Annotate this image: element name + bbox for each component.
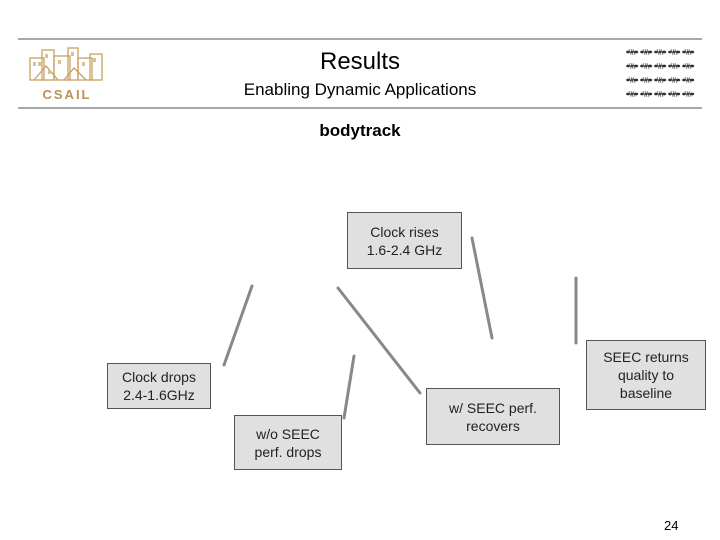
- slide-title: Results: [319, 48, 401, 75]
- ant-icon: [640, 48, 653, 56]
- pointer-clock-drops: [222, 284, 254, 367]
- pointer-wo-seec: [342, 354, 356, 420]
- page-number: 24: [664, 518, 679, 533]
- ant-icon: [682, 48, 695, 56]
- pointer-clock-rises: [470, 236, 494, 340]
- ant-icon: [682, 62, 695, 70]
- slide-subtitle: Enabling Dynamic Applications: [243, 80, 477, 99]
- section-heading: bodytrack: [319, 121, 401, 140]
- ant-icon: [682, 90, 695, 98]
- ant-icon: [640, 62, 653, 70]
- ant-icon: [654, 48, 667, 56]
- header-top-rule: [18, 38, 702, 40]
- callout-seec-returns-line-1: SEEC returns: [603, 349, 689, 365]
- csail-logo-text: CSAIL: [43, 87, 92, 102]
- ant-icon: [668, 90, 681, 98]
- ant-icon: [668, 62, 681, 70]
- callout-w-seec-line-1: w/ SEEC perf.: [449, 399, 537, 416]
- callout-clock-rises-line-1: Clock rises: [370, 223, 439, 240]
- ant-icon: [682, 76, 695, 84]
- callout-clock-rises-line-2: 1.6-2.4 GHz: [366, 241, 443, 258]
- callout-w-seec-line-2: recovers: [466, 417, 520, 434]
- pointer-w-seec: [336, 286, 422, 395]
- ant-icon: [626, 76, 639, 84]
- callout-wo-seec-line-1: w/o SEEC: [256, 425, 320, 442]
- callout-seec-returns: SEEC returns quality to baseline: [586, 340, 706, 410]
- callout-wo-seec-line-2: perf. drops: [254, 443, 322, 460]
- ant-icon: [626, 62, 639, 70]
- ant-icon: [626, 48, 639, 56]
- ant-icon: [654, 90, 667, 98]
- ant-icon: [640, 90, 653, 98]
- csail-building-logo: CSAIL: [29, 47, 103, 102]
- ant-icon: [654, 76, 667, 84]
- callout-clock-drops-line-2: 2.4-1.6GHz: [123, 387, 195, 403]
- callout-seec-returns-line-2: quality to: [617, 367, 675, 383]
- ant-icon: [654, 62, 667, 70]
- callout-clock-drops-line-1: Clock drops: [122, 369, 196, 385]
- callout-seec-returns-line-3: baseline: [619, 385, 673, 401]
- callout-clock-drops: Clock drops 2.4-1.6GHz: [107, 363, 211, 409]
- ant-icon: [640, 76, 653, 84]
- ant-icon: [668, 76, 681, 84]
- ant-icon: [626, 90, 639, 98]
- callout-w-seec: w/ SEEC perf.recovers: [426, 388, 560, 445]
- header-bottom-rule: [18, 107, 702, 109]
- ant-swarm-logo: [626, 48, 695, 98]
- ant-icon: [668, 48, 681, 56]
